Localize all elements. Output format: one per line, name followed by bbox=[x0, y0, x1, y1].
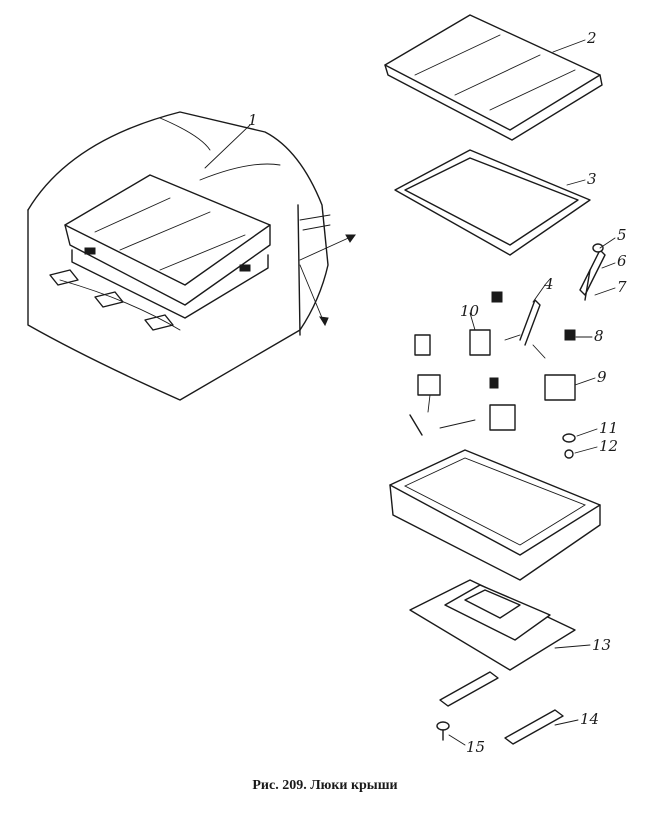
leader-lines bbox=[204, 39, 616, 746]
callout-12: 12 bbox=[599, 437, 618, 455]
callout-5: 5 bbox=[617, 226, 627, 244]
part-2-cover bbox=[384, 14, 603, 141]
part-13-trim bbox=[409, 579, 576, 671]
callout-2: 2 bbox=[586, 29, 597, 47]
callout-10: 10 bbox=[460, 302, 480, 320]
part-15-screw bbox=[436, 721, 450, 741]
callout-14: 14 bbox=[580, 710, 599, 728]
callout-3: 3 bbox=[587, 170, 597, 188]
part-14-handles bbox=[439, 671, 564, 745]
callout-1: 1 bbox=[248, 111, 258, 129]
hatch-frame bbox=[389, 449, 601, 581]
part-3-seal bbox=[394, 149, 591, 256]
callout-6: 6 bbox=[617, 252, 627, 270]
callout-9: 9 bbox=[597, 368, 607, 386]
callout-numbers: 1 2 3 4 5 6 7 8 9 10 11 12 13 14 15 bbox=[248, 29, 627, 756]
roof-assembly bbox=[27, 111, 356, 401]
callout-13: 13 bbox=[592, 636, 611, 654]
figure-caption: Рис. 209. Люки крыши bbox=[252, 778, 398, 793]
callout-11: 11 bbox=[599, 419, 618, 437]
callout-4: 4 bbox=[543, 275, 554, 293]
callout-7: 7 bbox=[617, 278, 627, 296]
callout-15: 15 bbox=[466, 738, 485, 756]
callout-8: 8 bbox=[594, 327, 604, 345]
fasteners-group bbox=[409, 243, 606, 459]
